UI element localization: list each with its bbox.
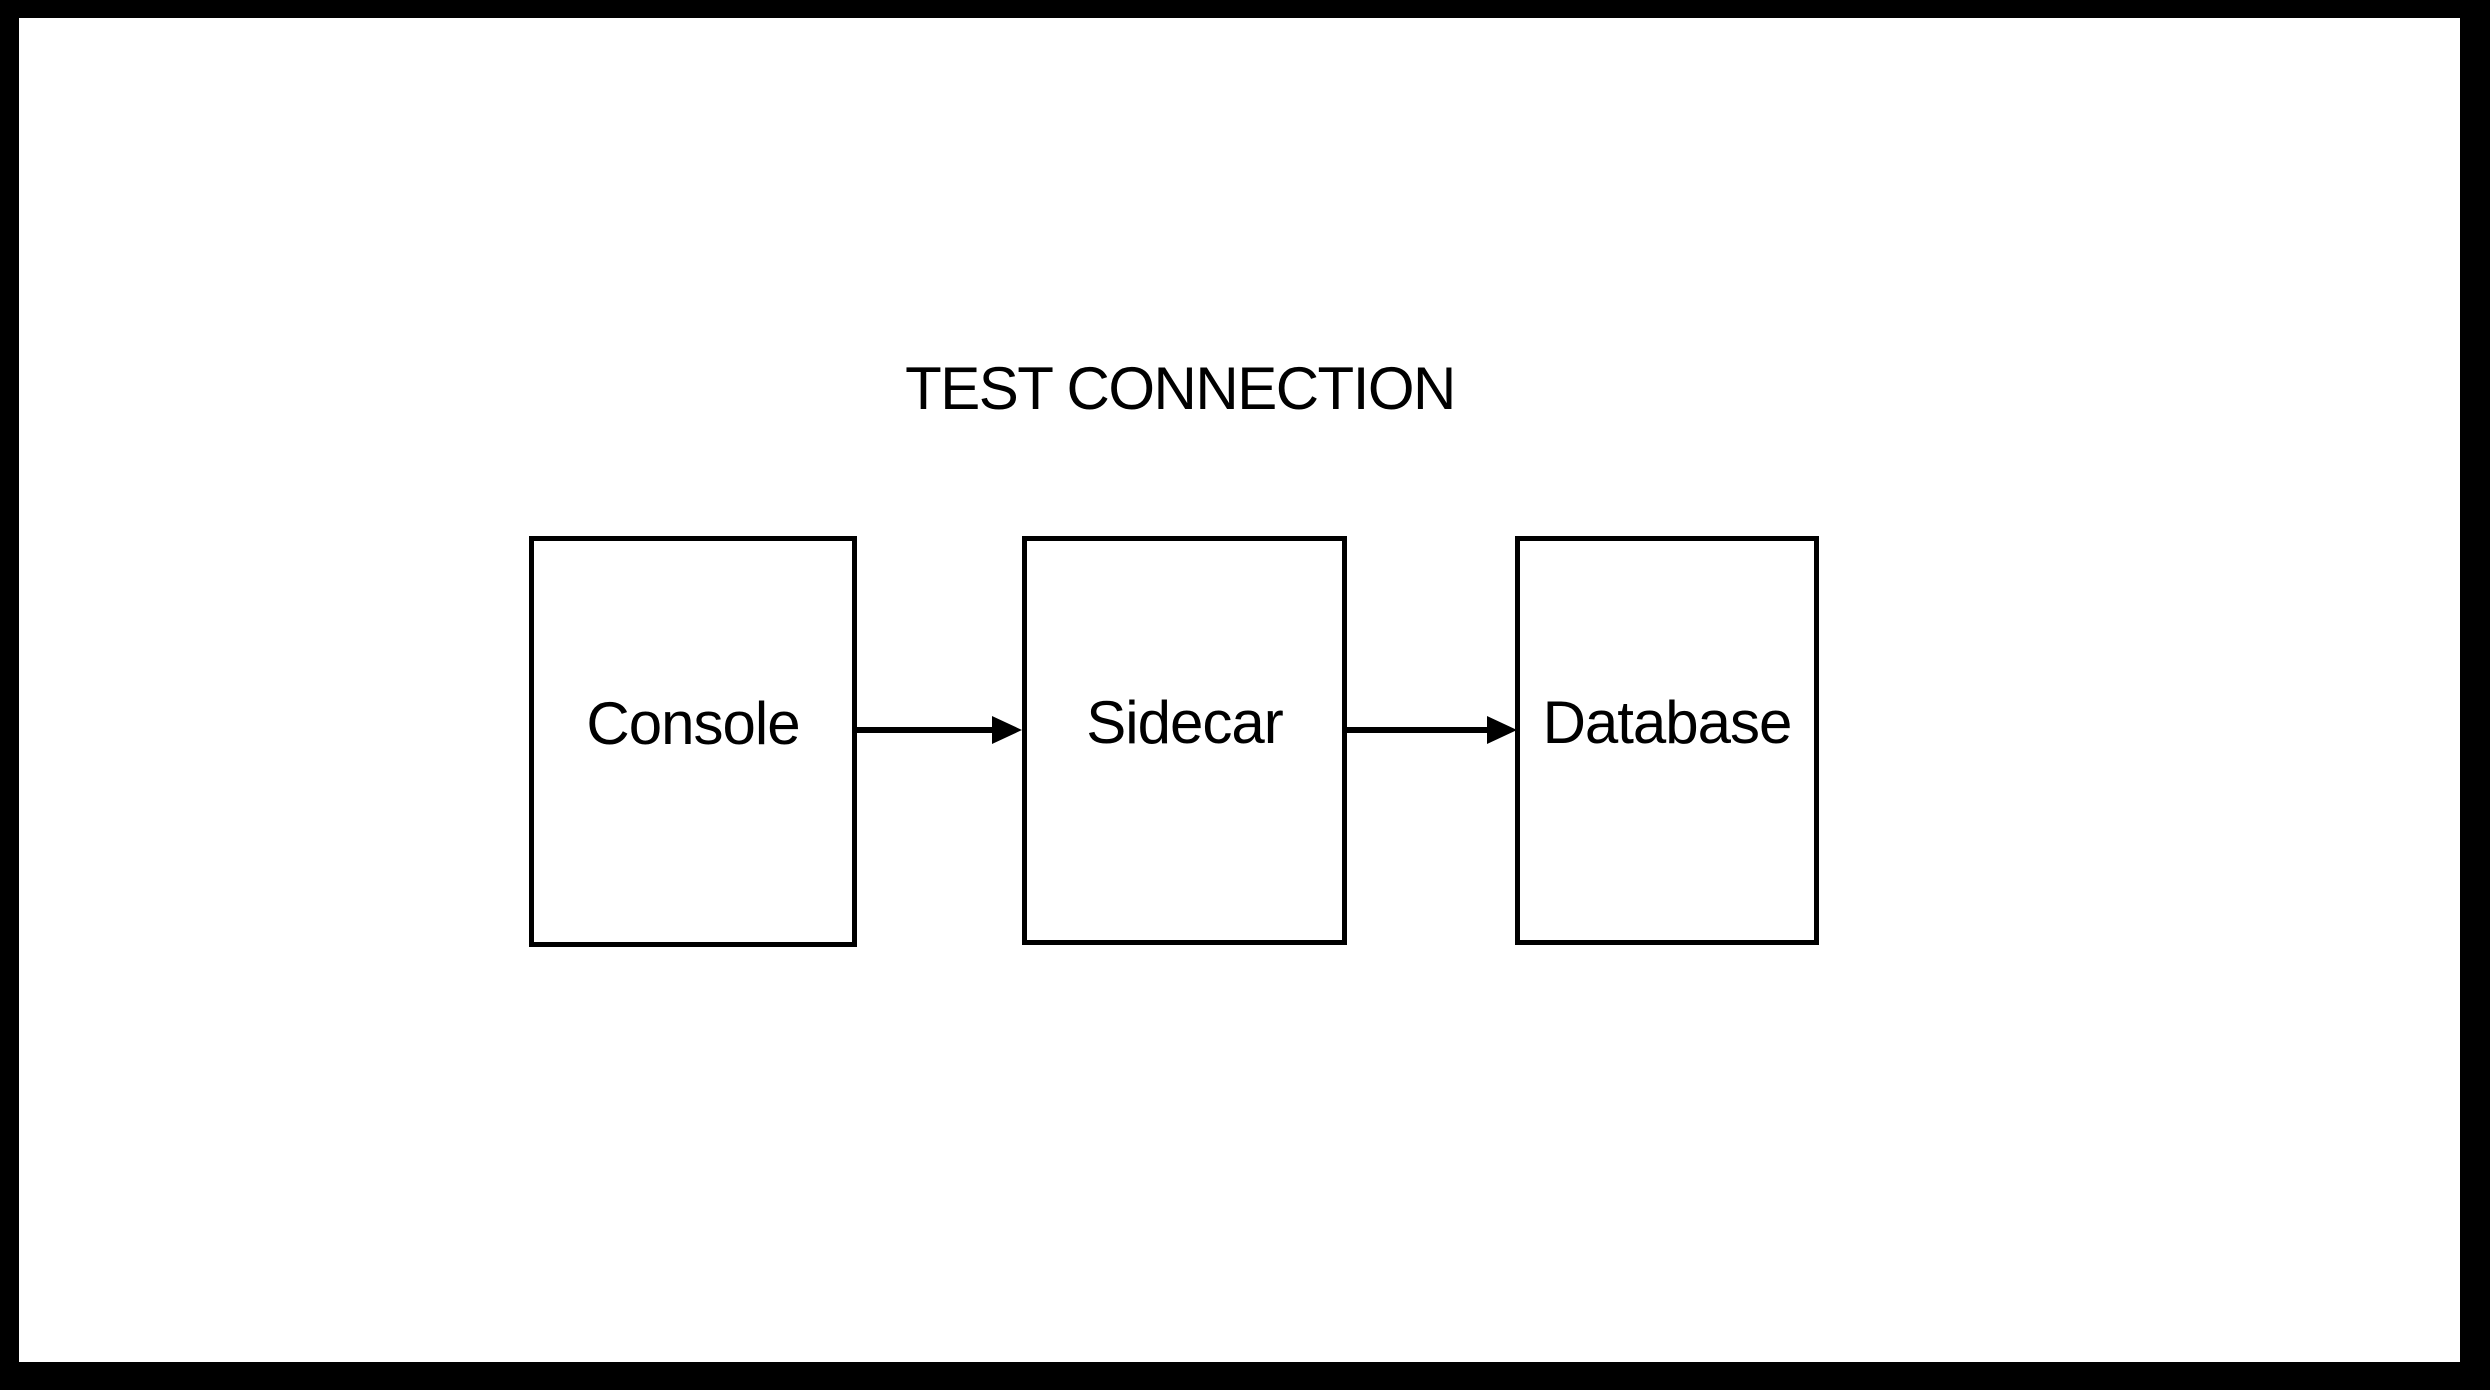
- slide-canvas: TEST CONNECTION Console Sidecar Database: [19, 18, 2460, 1362]
- diagram-title: TEST CONNECTION: [905, 355, 1456, 422]
- node-database: Database: [1515, 536, 1819, 945]
- arrowhead-right-icon: [992, 716, 1022, 744]
- node-console: Console: [529, 536, 857, 947]
- node-sidecar: Sidecar: [1022, 536, 1347, 945]
- arrow-shaft: [857, 727, 994, 733]
- node-database-label: Database: [1542, 688, 1793, 756]
- arrowhead-right-icon: [1487, 716, 1517, 744]
- arrow-shaft: [1347, 727, 1489, 733]
- node-console-label: Console: [586, 689, 800, 757]
- node-sidecar-label: Sidecar: [1086, 688, 1283, 756]
